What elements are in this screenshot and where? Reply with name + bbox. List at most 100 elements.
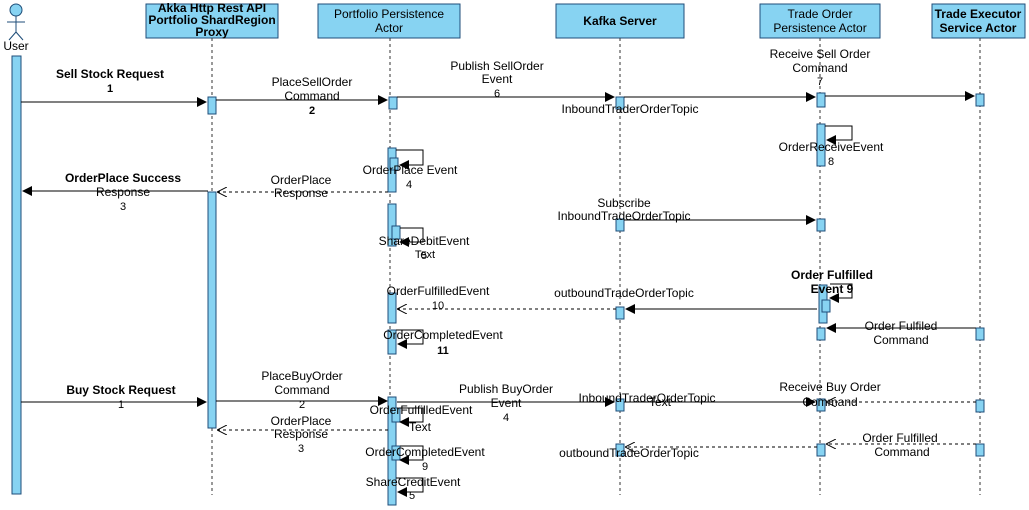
message-publish-sell-order-label2: Event <box>482 72 513 86</box>
activation-ppa-6b <box>391 407 401 423</box>
message-buy-stock-request: Buy Stock Request 1 <box>21 383 207 411</box>
activation-topa-7 <box>816 443 826 457</box>
message-order-completed-9-label: OrderCompletedEvent <box>365 445 485 459</box>
head-topa-line1: Trade Order <box>788 7 853 21</box>
message-receive-sell-order-label: Receive Sell Order <box>770 47 871 61</box>
inbound-topic-label-1: InboundTraderOrderTopic <box>562 102 699 116</box>
message-sell-stock-request-num: 1 <box>107 83 113 95</box>
activation-ppa-4 <box>387 292 397 324</box>
outbound-topic-label-2: outboundTradeOrderTopic <box>559 446 699 460</box>
message-order-fulfilled-event-buy: OrderFulfilledEvent Text <box>370 403 473 434</box>
message-order-place-event-num: 4 <box>406 179 412 191</box>
message-order-fulfilled-event-10: OrderFulfilledEvent 10 <box>387 284 616 312</box>
message-order-fulfilled-event-9: Order Fulfilled Event 9 <box>791 268 873 303</box>
head-kafka-line1: Kafka Server <box>583 14 657 28</box>
activation-tesa-2 <box>975 327 985 341</box>
activation-ppa-5 <box>387 329 397 355</box>
activation-ppa-3b <box>391 225 401 240</box>
activation-user <box>11 55 22 495</box>
message-order-fulfilled-10-label: OrderFulfilledEvent <box>387 284 490 298</box>
message-place-buy-order-num: 2 <box>299 399 305 411</box>
message-order-fulfilled-command-2-label: Order Fulfilled <box>862 431 937 445</box>
activation-kafka-2 <box>615 218 625 232</box>
activation-topa-1 <box>816 92 826 108</box>
message-receive-sell-order-label2: Command <box>792 61 847 75</box>
message-order-fulfilled-9-label: Order Fulfilled <box>791 268 873 282</box>
message-order-completed-11-num: 11 <box>437 345 449 357</box>
message-order-receive-event: OrderReceiveEvent 8 <box>779 125 884 168</box>
message-receive-buy-order-label: Receive Buy Order <box>779 380 880 394</box>
activation-kafka-4 <box>615 398 625 412</box>
message-place-sell-order-command: PlaceSellOrder Command 2 <box>216 75 388 117</box>
message-buy-stock-request-label: Buy Stock Request <box>66 383 175 397</box>
message-share-credit-label: ShareCreditEvent <box>366 475 461 489</box>
message-order-fulfiled-command-1: Order Fulfiled Command <box>826 319 976 347</box>
message-place-buy-order-label: PlaceBuyOrder <box>261 369 342 383</box>
message-order-fulfilled-buy-extra: Text <box>409 420 432 434</box>
message-publish-sell-order-num: 6 <box>494 88 500 100</box>
message-order-place-success-num: 3 <box>120 201 126 213</box>
activation-topa-2 <box>816 123 826 167</box>
head-portfolio-persistence-actor: Portfolio Persistence Actor <box>317 3 461 39</box>
activation-topa-4b <box>821 299 831 313</box>
message-order-completed-event-11: OrderCompletedEvent 11 <box>383 328 503 357</box>
message-place-sell-order-label2: Command <box>284 89 339 103</box>
message-order-place-response-buy: OrderPlace Response 3 <box>218 414 388 455</box>
activation-ppa-1 <box>388 96 398 110</box>
message-subscribe-label2: InboundTradeOrderTopic <box>558 209 691 223</box>
activation-proxy-2 <box>207 191 217 429</box>
activation-proxy-1 <box>207 96 217 115</box>
activation-kafka-5 <box>615 443 625 457</box>
message-inbound-topic-2: InboundTraderOrderTopic Text <box>579 391 816 409</box>
message-order-place-success-label: OrderPlace Success <box>65 171 181 185</box>
activation-tesa-1 <box>975 93 985 107</box>
message-order-receive-label: OrderReceiveEvent <box>779 140 884 154</box>
message-order-fulfilled-command-2-label2: Command <box>874 445 929 459</box>
message-outbound-topic-1: outboundTradeOrderTopic <box>554 286 817 314</box>
head-kafka-server: Kafka Server <box>555 3 685 39</box>
activation-ppa-2b <box>389 157 399 171</box>
message-order-fulfiled-command-1-label2: Command <box>873 333 928 347</box>
message-publish-buy-order-event: Publish BuyOrder Event 4 <box>397 382 615 424</box>
head-tesa-line2: Service Actor <box>940 21 1017 35</box>
inbound-topic-label-2: InboundTraderOrderTopic <box>579 391 716 405</box>
message-order-place-event-label: OrderPlace Event <box>363 163 458 177</box>
activation-kafka-1 <box>615 96 625 110</box>
message-share-debit-event: ShareDebitEvent Text 5 <box>379 227 470 262</box>
user-actor: User <box>3 3 29 53</box>
head-proxy-line3: Proxy <box>195 25 229 39</box>
message-subscribe-inbound: Subscribe InboundTradeOrderTopic <box>558 196 816 225</box>
activation-kafka-3 <box>615 306 625 320</box>
message-order-place-event: OrderPlace Event 4 <box>363 149 458 191</box>
message-place-buy-order-label2: Command <box>274 383 329 397</box>
activation-ppa-6c <box>391 445 401 461</box>
message-sell-stock-request-label: Sell Stock Request <box>56 67 164 81</box>
message-buy-stock-request-num: 1 <box>118 399 124 411</box>
head-proxy-line2: Portfolio ShardRegion <box>148 13 275 27</box>
head-topa-line2: Persistence Actor <box>773 21 866 35</box>
head-trade-executor-service-actor: Trade Executor Service Actor <box>931 3 1026 39</box>
activation-tesa-3 <box>975 399 985 413</box>
message-publish-sell-order-label: Publish SellOrder <box>450 59 543 73</box>
message-share-debit-label: ShareDebitEvent <box>379 234 470 248</box>
head-tesa-line1: Trade Executor <box>935 7 1022 21</box>
message-order-place-response-buy-label2: Response <box>274 427 328 441</box>
message-publish-buy-order-num: 4 <box>503 412 509 424</box>
activation-topa-6 <box>816 398 826 412</box>
message-order-fulfiled-command-1-label: Order Fulfiled <box>865 319 938 333</box>
message-publish-sell-order-event: Publish SellOrder Event 6 <box>397 59 615 102</box>
head-proxy: Akka Http Rest API Portfolio ShardRegion… <box>145 1 279 39</box>
message-order-place-success-label2: Response <box>96 185 150 199</box>
message-receive-buy-order-command: Receive Buy Order Command <box>779 380 976 409</box>
message-order-place-response-label2: Response <box>274 186 328 200</box>
message-order-place-response-label: OrderPlace <box>271 173 332 187</box>
head-ppa-line2: Actor <box>375 21 403 35</box>
message-subscribe-label: Subscribe <box>597 196 651 210</box>
message-order-completed-event-9: OrderCompletedEvent 9 <box>365 445 485 473</box>
outbound-topic-label-1: outboundTradeOrderTopic <box>554 286 694 300</box>
message-outbound-topic-2: outboundTradeOrderTopic <box>559 446 817 460</box>
message-sell-stock-request: Sell Stock Request 1 <box>21 67 207 107</box>
message-order-receive-num: 8 <box>828 156 834 168</box>
user-actor-label: User <box>3 39 28 53</box>
